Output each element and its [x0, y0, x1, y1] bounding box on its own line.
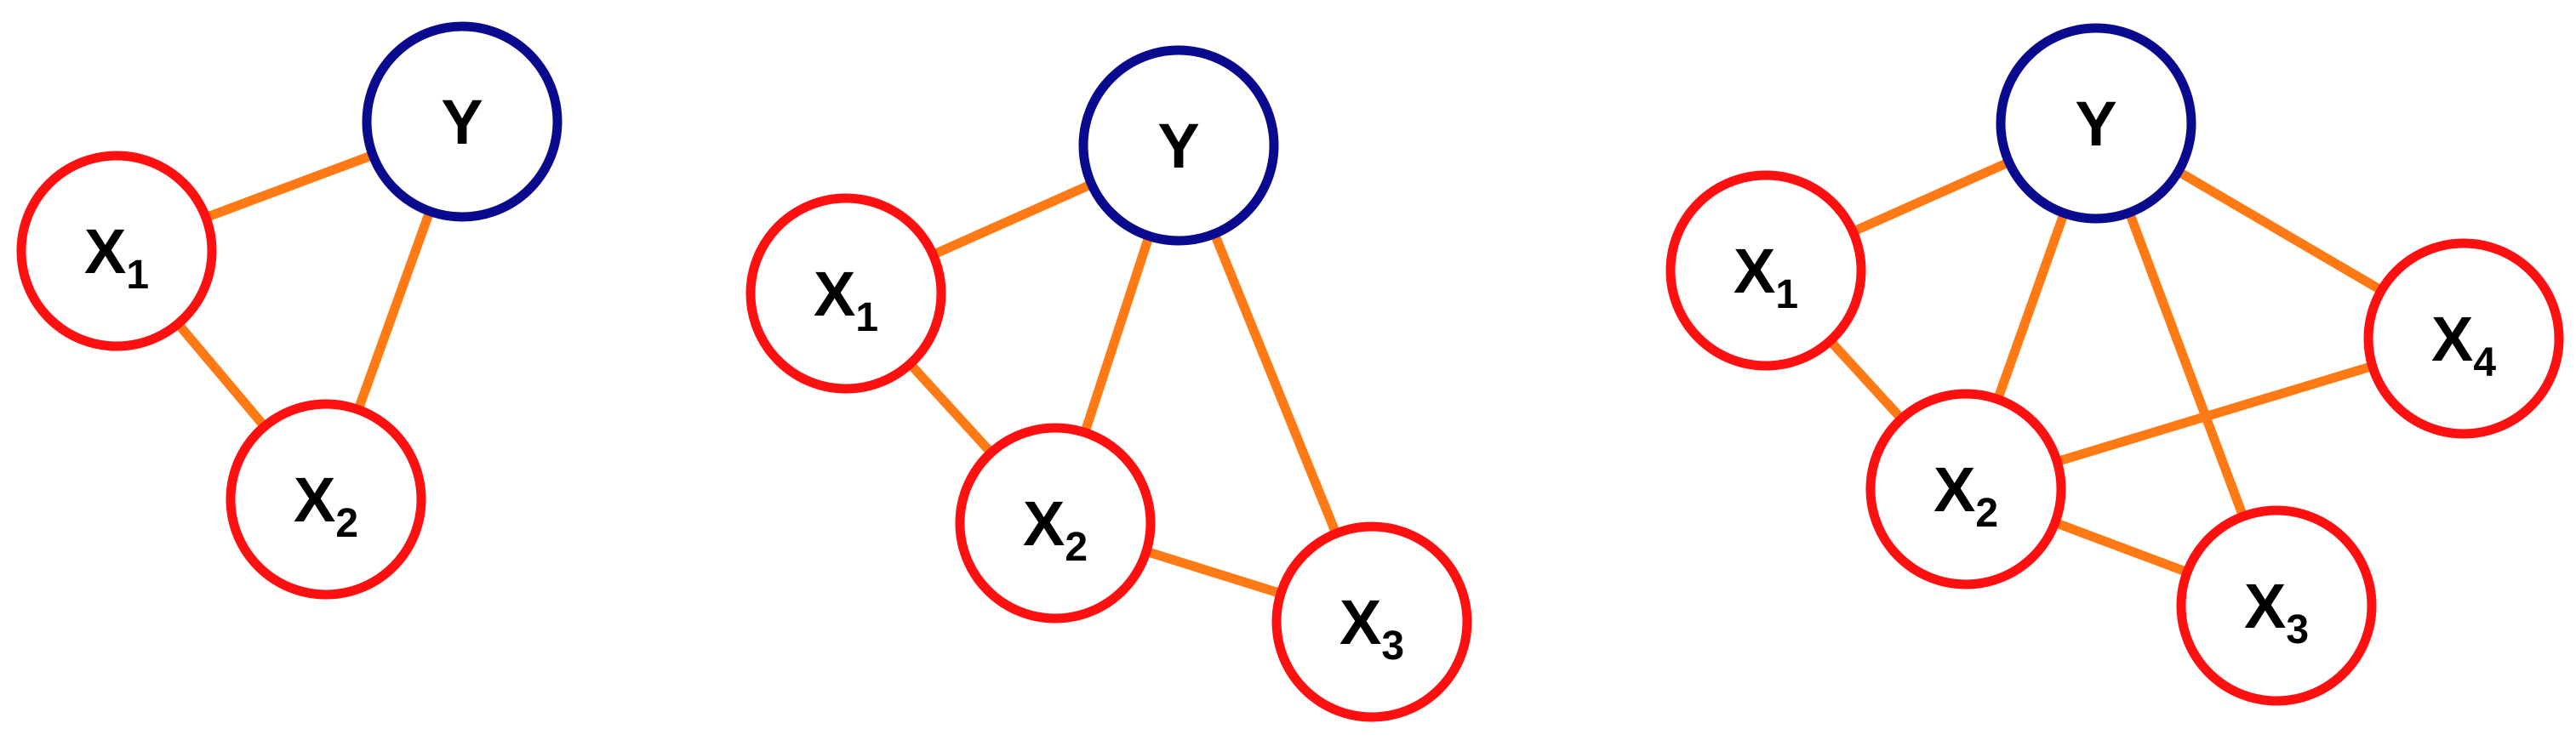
node-label-main: X [2244, 571, 2286, 641]
node-circle [226, 399, 426, 600]
edge-1-y-x2 [353, 209, 435, 412]
node-label-main: X [2431, 304, 2473, 374]
node-label-subscript: 1 [855, 295, 878, 340]
node-circle [2176, 505, 2377, 706]
edge-3-y-x4 [2175, 167, 2385, 295]
node-label-subscript: 2 [1065, 525, 1088, 570]
node-label-subscript: 1 [126, 253, 149, 298]
node-label-main: Y [441, 87, 483, 157]
edge-1-x1-x2 [174, 321, 269, 430]
node-1-y: Y [362, 21, 563, 222]
node-label-subscript: 2 [1975, 491, 1998, 536]
node-2-y: Y [1078, 45, 1279, 246]
node-label-main: X [1933, 454, 1975, 525]
edges-layer [174, 151, 2385, 598]
edge-1-x1-y [203, 151, 375, 222]
node-circle [16, 151, 217, 351]
edge-2-x1-y [931, 179, 1094, 259]
node-2-x3: X3 [1271, 521, 1472, 722]
node-label-main: X [814, 259, 855, 329]
node-3-y: Y [1996, 23, 2196, 224]
node-label: X3 [1339, 587, 1404, 669]
node-label: X4 [2431, 304, 2496, 385]
edge-2-y-x3 [1210, 231, 1340, 536]
node-label-subscript: 1 [1775, 272, 1798, 317]
node-label: X2 [294, 464, 358, 546]
node-label: X2 [1933, 454, 1998, 536]
node-circle [2363, 238, 2564, 439]
node-label: X1 [814, 259, 878, 340]
node-2-x2: X2 [955, 423, 1156, 624]
node-label-main: Y [1157, 111, 1199, 181]
node-3-x3: X3 [2176, 505, 2377, 706]
node-label: X3 [2244, 571, 2309, 652]
edge-3-x2-x3 [2053, 518, 2190, 577]
node-label-main: X [294, 464, 335, 535]
node-label: X1 [84, 216, 149, 298]
node-label-subscript: 3 [1381, 624, 1404, 669]
node-label-subscript: 2 [335, 501, 358, 546]
node-label: X2 [1023, 488, 1088, 570]
node-label-main: Y [2075, 88, 2116, 159]
node-3-x4: X4 [2363, 238, 2564, 439]
node-label: Y [441, 87, 483, 157]
node-label-main: X [1339, 587, 1381, 658]
node-label: X1 [1734, 236, 1798, 317]
edge-2-x2-x3 [1145, 547, 1282, 598]
node-label-subscript: 3 [2286, 607, 2309, 652]
node-label-main: X [1023, 488, 1065, 559]
node-circle [745, 193, 946, 394]
node-circle [1078, 45, 1279, 246]
node-2-x1: X1 [745, 193, 946, 394]
node-3-x2: X2 [1865, 389, 2066, 589]
node-label-main: X [1734, 236, 1775, 306]
node-1-x1: X1 [16, 151, 217, 351]
edge-2-y-x2 [1080, 234, 1154, 435]
node-circle [1996, 23, 2196, 224]
node-circle [1665, 170, 1866, 371]
node-3-x1: X1 [1665, 170, 1866, 371]
node-1-x2: X2 [226, 399, 426, 600]
node-circle [362, 21, 563, 222]
edge-3-y-x3 [2125, 210, 2248, 519]
node-label: Y [1157, 111, 1199, 181]
node-label-subscript: 4 [2473, 340, 2496, 385]
edge-3-x2-x4 [2055, 362, 2374, 466]
edge-2-x1-x2 [906, 361, 995, 456]
edge-3-y-x2 [1993, 211, 2069, 401]
node-circle [955, 423, 1156, 624]
edge-3-x1-y [1851, 157, 2011, 236]
node-label: Y [2075, 88, 2116, 159]
edge-3-x1-x2 [1826, 337, 1905, 423]
node-label-main: X [84, 216, 126, 287]
node-circle [1271, 521, 1472, 722]
node-circle [1865, 389, 2066, 589]
